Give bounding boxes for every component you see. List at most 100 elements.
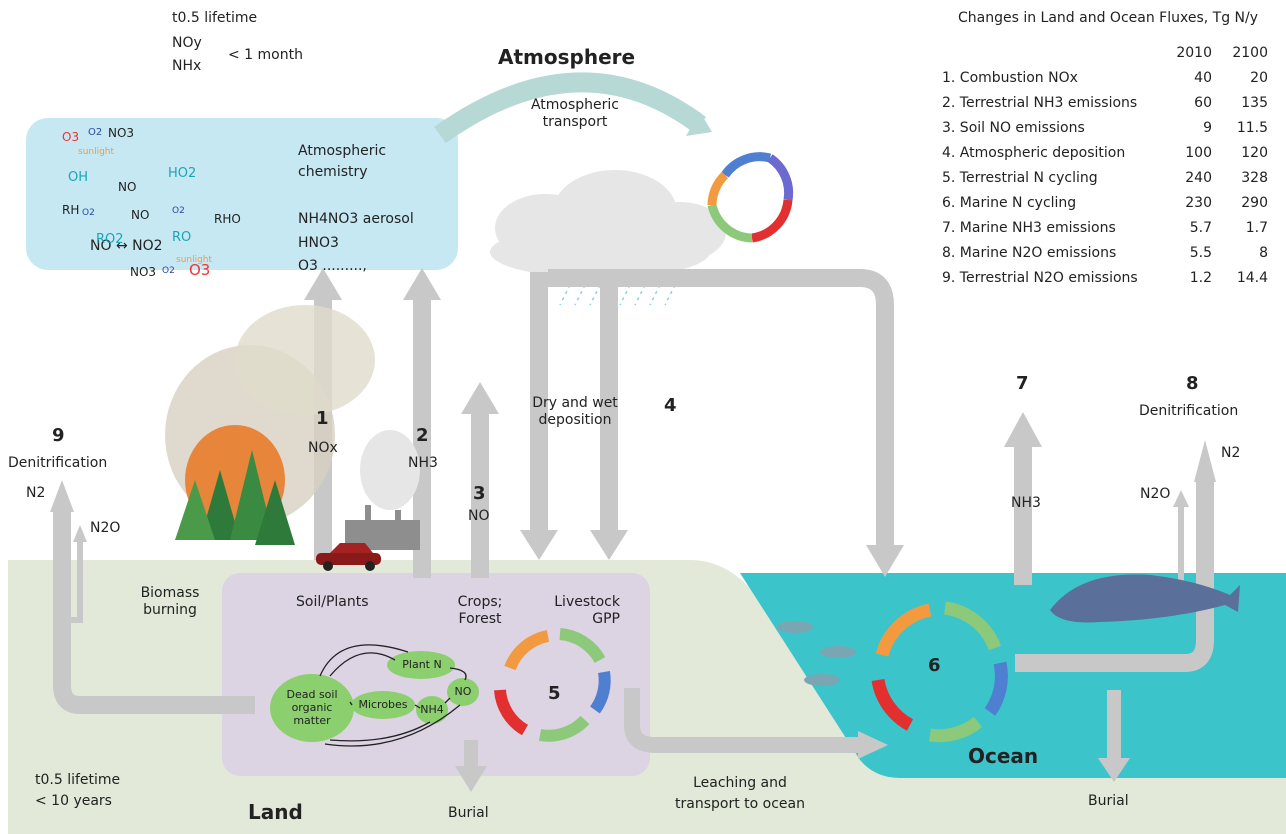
land-lifetime-line-2: < 10 years (35, 793, 112, 809)
ocean-area (740, 573, 1286, 778)
soil-node-graph (270, 651, 479, 742)
no-node (447, 678, 479, 706)
chem-no3-a: NO3 (108, 126, 135, 140)
soil-plants-label: Soil/Plants (296, 594, 369, 610)
chem-o2-b: O2 (82, 208, 95, 218)
nhx-label: NHx (172, 58, 202, 74)
lifetime-atmosphere-label: t0.5 lifetime (172, 10, 257, 27)
livestock-gpp-label: Livestock GPP (550, 594, 620, 628)
factory-icon (345, 430, 420, 550)
row-label: 1. Combustion NOx (942, 69, 1078, 86)
land-lifetime-line-1: t0.5 lifetime (35, 772, 121, 788)
dry-wet-line-2: deposition (538, 412, 612, 428)
land-cycle-5-icon (494, 628, 611, 742)
no-no2-label: NO ↔ NO2 (90, 238, 163, 254)
hno3-label: HNO3 (298, 235, 339, 251)
row-label: 5. Terrestrial N cycling (942, 169, 1098, 186)
row-label: 6. Marine N cycling (942, 194, 1077, 211)
atm-transport-line-2: transport (542, 114, 608, 130)
table-row: 7. Marine NH3 emissions 5.7 1.7 (942, 215, 1268, 240)
leaching-line-2: transport to ocean (675, 796, 805, 812)
land-title: Land (248, 800, 303, 824)
land-n2-label: N2 (26, 485, 46, 501)
chem-o2-e: O2 (162, 266, 175, 276)
noy-label: NOy (172, 35, 202, 51)
row-2010: 240 (1185, 169, 1212, 186)
biomass-burning-label: Biomass burning (120, 585, 220, 619)
aerosol-label: NH4NO3 aerosol (298, 211, 414, 227)
chem-rho: RHO (214, 212, 241, 226)
flux-1-number: 1 (316, 408, 329, 429)
flux-1-species: NOx (308, 440, 338, 456)
row-2010: 60 (1194, 94, 1212, 111)
row-2010: 5.7 (1189, 219, 1212, 236)
lifetime-atmosphere-text: t0.5 lifetime (172, 10, 258, 26)
ocean-n2-label: N2 (1221, 445, 1241, 461)
land-lifetime-label: t0.5 lifetime < 10 years (35, 772, 120, 810)
row-label: 2. Terrestrial NH3 emissions (942, 94, 1138, 111)
chem-sunlight-a: sunlight (78, 147, 115, 157)
row-2100: 120 (1241, 144, 1268, 161)
chem-sunlight-b: sunlight (176, 255, 213, 265)
row-2100: 328 (1241, 169, 1268, 186)
nh4-node (416, 696, 448, 724)
biomass-line-1: Biomass (140, 585, 200, 601)
ocean-title: Ocean (968, 744, 1039, 768)
chem-o3-b: O3 (189, 261, 211, 279)
flux-table-header: 2010 2100 (942, 40, 1268, 65)
fish-icon (777, 621, 856, 686)
flux-2-number: 2 (416, 425, 429, 446)
row-2100: 290 (1241, 194, 1268, 211)
chem-oh: OH (68, 170, 89, 185)
row-label: 4. Atmospheric deposition (942, 144, 1126, 161)
flux-2-species: NH3 (408, 455, 438, 471)
atmospheric-transport-arrow (434, 72, 706, 144)
row-2010: 1.2 (1189, 269, 1212, 286)
flux-3-number: 3 (473, 483, 486, 504)
row-2100: 1.7 (1245, 219, 1268, 236)
row-label: 7. Marine NH3 emissions (942, 219, 1116, 236)
atmosphere-cycle-icon (707, 152, 794, 243)
crops-line-1: Crops; (457, 594, 503, 610)
row-2100: 20 (1250, 69, 1268, 86)
header-2100: 2100 (1232, 44, 1268, 61)
ocean-burial-label: Burial (1088, 793, 1129, 809)
atm-chem-line-1: Atmospheric (298, 143, 387, 159)
whale-icon (1050, 574, 1240, 623)
microbes-label: Microbes (358, 698, 408, 711)
cloud-icon (490, 170, 726, 278)
atmospheric-transport-label: Atmospheric transport (520, 97, 630, 131)
crops-line-2: Forest (458, 611, 502, 627)
row-2100: 8 (1259, 244, 1268, 261)
atmospheric-chemistry-box (26, 118, 458, 270)
livestock-line-2: GPP (592, 611, 620, 627)
dead-soil-label: Dead soil organic matter (272, 688, 352, 727)
flux-9-number: 9 (52, 425, 65, 446)
biomass-line-2: burning (143, 602, 197, 618)
flux-table-title: Changes in Land and Ocean Fluxes, Tg N/y (958, 10, 1259, 26)
dry-wet-line-1: Dry and wet (532, 395, 618, 411)
chem-o2-a: O2 (88, 127, 103, 138)
row-2010: 230 (1185, 194, 1212, 211)
biomass-burning-icon (165, 305, 375, 545)
microbes-node (351, 691, 415, 719)
row-2100: 11.5 (1236, 119, 1268, 136)
chem-ho2: HO2 (168, 166, 197, 181)
livestock-line-1: Livestock (554, 594, 620, 610)
dead-soil-line-1: Dead soil (286, 688, 338, 701)
ocean-n2o-label: N2O (1140, 486, 1171, 502)
chem-no-b: NO (131, 208, 150, 222)
dead-soil-line-3: matter (293, 714, 331, 727)
plant-n-node (387, 651, 455, 679)
table-row: 6. Marine N cycling 230 290 (942, 190, 1268, 215)
lifetime-month-label: < 1 month (228, 47, 303, 63)
dead-soil-line-2: organic (291, 701, 333, 714)
flux-5-number: 5 (548, 683, 561, 704)
table-row: 5. Terrestrial N cycling 240 328 (942, 165, 1268, 190)
